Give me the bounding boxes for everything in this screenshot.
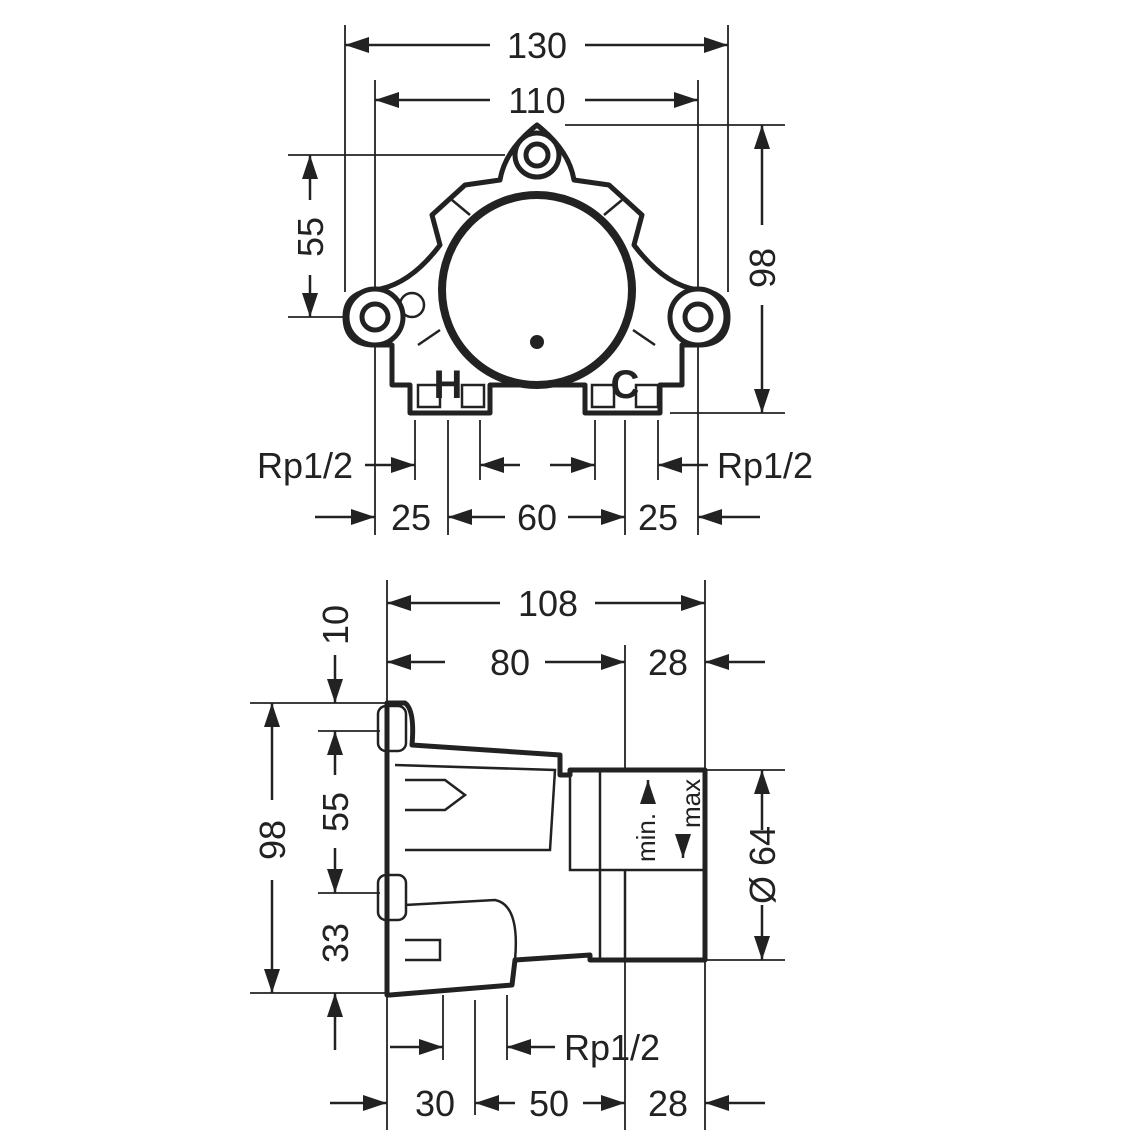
dim-label: 108 [518, 583, 578, 624]
side-view: 108 80 28 10 98 55 33 [250, 580, 785, 1130]
dimension-98-top: 98 [742, 125, 783, 413]
top-view: 130 110 55 98 [257, 25, 813, 538]
max-label: max [676, 779, 706, 828]
dim-label: 25 [391, 497, 431, 538]
dimension-110: 110 [375, 80, 698, 121]
thread-dimensions-top: Rp1/2 Rp1/2 [257, 445, 813, 486]
dim-label: 28 [648, 1083, 688, 1124]
dim-label: 28 [648, 642, 688, 683]
dimension-130: 130 [345, 25, 728, 66]
dim-label: 30 [415, 1083, 455, 1124]
dimension-55-side: 55 [315, 731, 356, 893]
dimension-108: 108 [387, 583, 705, 624]
dimension-80: 80 28 [387, 642, 765, 683]
dimension-33: 33 [315, 923, 356, 1050]
min-label: min. [631, 813, 661, 862]
dim-label: 50 [529, 1083, 569, 1124]
cold-label: C [611, 363, 640, 407]
dim-label: 110 [508, 80, 565, 121]
bottom-dimensions-side: 30 50 28 [330, 1083, 765, 1124]
valve-body-side: min. max [376, 700, 708, 998]
dim-label: 80 [490, 642, 530, 683]
dim-label: Ø 64 [742, 826, 783, 904]
dimension-98-side: 98 [252, 703, 293, 993]
thread-label: Rp1/2 [564, 1027, 660, 1068]
thread-right-label: Rp1/2 [717, 445, 813, 486]
dim-label: 55 [290, 217, 331, 257]
dimension-diameter-64: Ø 64 [742, 770, 783, 960]
dim-label: 60 [517, 497, 557, 538]
dimension-10: 10 [315, 605, 356, 703]
spacing-dimensions-top: 25 60 25 [315, 497, 760, 538]
thread-left-label: Rp1/2 [257, 445, 353, 486]
dim-label: 25 [638, 497, 678, 538]
thread-dimension-side: Rp1/2 [390, 1027, 660, 1068]
dim-label: 98 [742, 248, 783, 288]
hot-label: H [434, 363, 463, 407]
dim-label: 98 [252, 820, 293, 860]
dimension-55-top: 55 [290, 155, 331, 317]
valve-body-top: H C [342, 122, 731, 416]
dim-label: 33 [315, 923, 356, 963]
dim-label: 10 [315, 605, 356, 645]
dim-label: 130 [507, 25, 567, 66]
dim-label: 55 [315, 792, 356, 832]
